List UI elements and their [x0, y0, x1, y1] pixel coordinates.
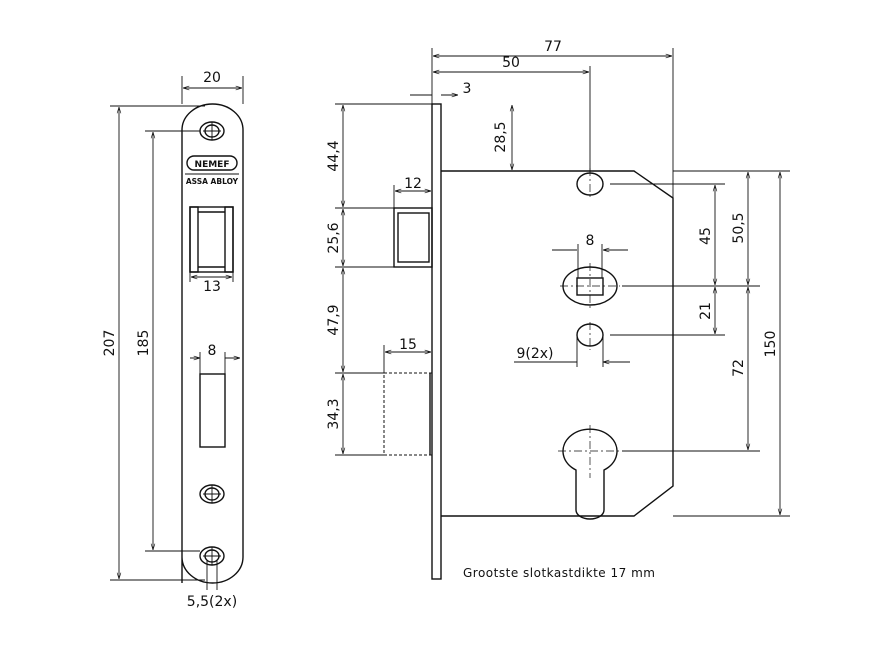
fixing-hole-bottom	[576, 322, 604, 350]
dim-screw-distance: 185	[136, 330, 152, 357]
fixing-hole-top	[576, 168, 604, 200]
dim-bolt-projection: 15	[399, 337, 417, 353]
dim-latch-to-bolt: 47,9	[326, 304, 342, 335]
dim-forend-thickness: 3	[463, 81, 472, 97]
dim-bolt-width: 8	[208, 343, 217, 359]
dim-total-height: 207	[102, 330, 118, 357]
dim-bolt-height: 34,3	[326, 398, 342, 429]
dim-21: 21	[698, 302, 714, 320]
dim-45: 45	[698, 227, 714, 245]
dim-width: 20	[203, 70, 221, 86]
dim-screw-hole: 5,5(2x)	[187, 594, 237, 610]
logo-subtext: ASSA ABLOY	[186, 177, 239, 186]
dim-latch-offset: 44,4	[326, 140, 342, 171]
dim-follower-square: 8	[586, 233, 595, 249]
forend-plate	[431, 103, 442, 580]
note-max-case-thickness: Grootste slotkastdikte 17 mm	[463, 566, 655, 580]
dim-latch-projection: 12	[404, 176, 422, 192]
latch-bolt	[393, 207, 433, 268]
follower-hole	[560, 263, 620, 310]
cylinder-hole	[558, 425, 622, 520]
dim-case-height: 150	[763, 331, 779, 358]
dim-total-depth: 77	[544, 39, 562, 55]
screw-hole-middle	[199, 484, 225, 504]
dim-latch-width: 13	[203, 279, 221, 295]
faceplate-outline	[181, 103, 244, 584]
bolt-opening	[199, 373, 226, 448]
screw-hole-top	[199, 121, 225, 141]
dim-backset: 50	[502, 55, 520, 71]
lock-side-view: 77 50 3 28,5 44,4 25,6 47,9 34,3 12 15 8…	[326, 39, 790, 580]
dim-fixing-holes: 9(2x)	[516, 346, 553, 362]
dim-latch-height: 25,6	[326, 222, 342, 253]
faceplate-front-view: NEMEF ASSA ABLOY 20 207 185 13 8 5,5(2x)	[102, 70, 243, 610]
nemef-logo: NEMEF ASSA ABLOY	[185, 155, 239, 186]
dim-50-5: 50,5	[731, 212, 747, 243]
deadbolt	[383, 372, 433, 456]
lock-case	[441, 170, 674, 517]
screw-hole-bottom	[199, 546, 225, 566]
logo-text: NEMEF	[195, 160, 230, 170]
dim-top-offset: 28,5	[493, 121, 509, 152]
dim-72: 72	[731, 359, 747, 377]
latch-opening	[189, 206, 234, 273]
